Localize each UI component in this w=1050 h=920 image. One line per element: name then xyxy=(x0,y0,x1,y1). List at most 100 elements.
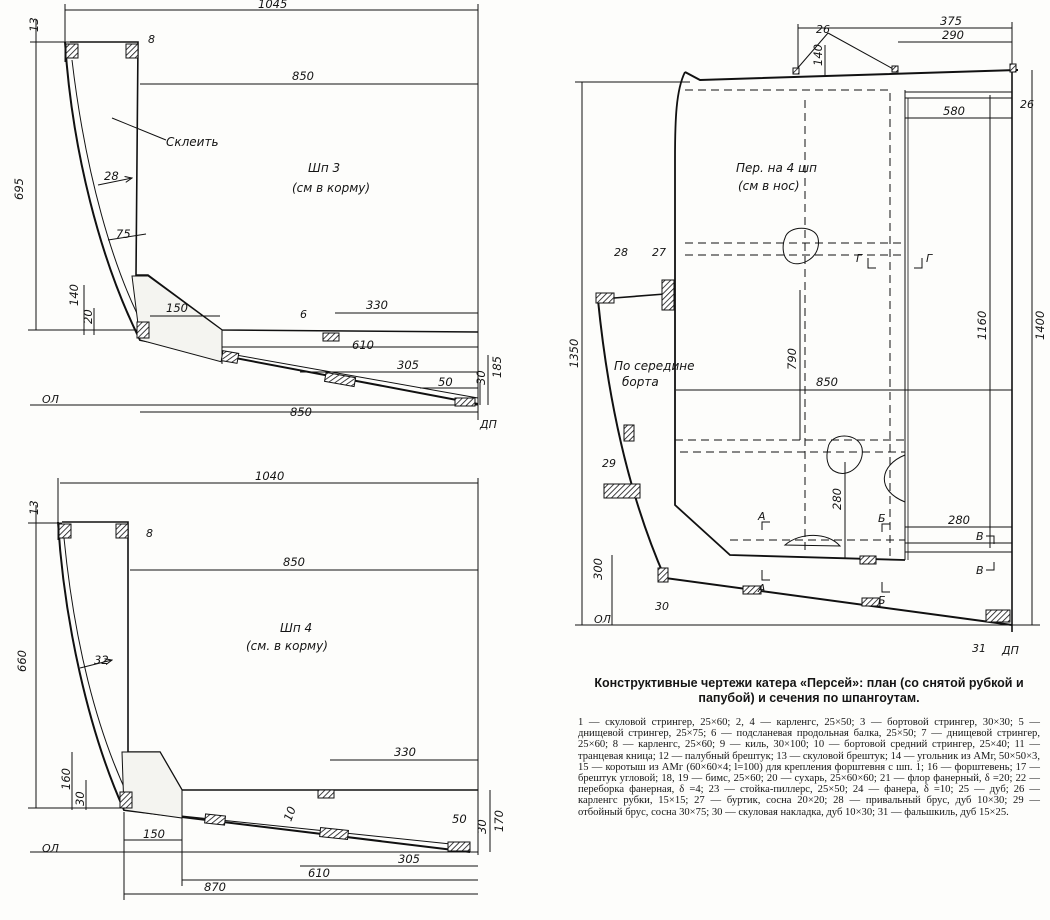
section-title-shp3: Шп 3 xyxy=(308,161,340,175)
section-title-shp4: Шп 4 xyxy=(280,621,312,635)
dim-32-label: 32 xyxy=(94,653,109,667)
dim-330-label: 330 xyxy=(366,298,388,312)
plan-view xyxy=(575,22,1040,632)
section-mark-g xyxy=(914,258,923,269)
member-block xyxy=(220,350,240,364)
part-6-label: 6 xyxy=(300,308,307,321)
member-block xyxy=(623,424,635,442)
board-subnote: борта xyxy=(622,375,659,389)
member-block xyxy=(323,371,357,388)
member-block xyxy=(859,555,877,565)
dim-375-label: 375 xyxy=(940,14,962,28)
dim-580-label: 580 xyxy=(943,104,965,118)
section-mark-g xyxy=(867,258,876,269)
dim-13-label: 13 xyxy=(27,17,41,32)
leader-26 xyxy=(795,32,829,71)
section-mark-a xyxy=(761,521,770,530)
dim-75 xyxy=(107,233,147,241)
dim-305-label: 305 xyxy=(398,852,420,866)
member-block-6 xyxy=(322,332,340,342)
section-label-v2: В xyxy=(976,564,984,577)
dim-850-label: 850 xyxy=(816,375,838,389)
glue-leader xyxy=(111,117,167,141)
section-shp3-text: 1045 850 695 13 8 Склеить Шп 3 (см в кор… xyxy=(12,0,504,431)
dim-32 xyxy=(79,660,112,669)
hull-outline-shp4 xyxy=(57,521,471,853)
crossing-subnote: (см в нос) xyxy=(738,179,800,193)
dim-1350-label: 1350 xyxy=(567,339,581,368)
hull-side-outline xyxy=(597,299,1013,626)
member-block xyxy=(136,321,150,339)
member-block-8 xyxy=(125,43,139,59)
dim-290-label: 290 xyxy=(942,28,964,42)
member-block xyxy=(317,789,335,799)
hatch-opening xyxy=(783,534,842,547)
dim-140-label: 140 xyxy=(811,44,825,66)
section-mark-a xyxy=(761,570,770,581)
hull-outline-shp3 xyxy=(64,41,479,405)
member-block-8 xyxy=(115,523,129,539)
dim-170-label: 170 xyxy=(492,810,506,832)
member-block-31 xyxy=(985,609,1011,623)
member-block xyxy=(742,585,762,595)
section-shp3 xyxy=(28,4,489,420)
section-mark-b xyxy=(881,523,890,532)
part-31-label: 31 xyxy=(972,642,986,655)
part-28-label: 28 xyxy=(614,246,628,259)
dim-280b-label: 280 xyxy=(948,513,970,527)
board-note: По середине xyxy=(614,359,694,373)
section-label-a2: А xyxy=(757,582,766,595)
side-curve xyxy=(883,454,906,503)
dim-870-label: 870 xyxy=(204,880,226,894)
baseline-label: ОЛ xyxy=(42,842,59,855)
member-block xyxy=(65,43,79,59)
part-30-label: 30 xyxy=(655,600,669,613)
hatch-opening xyxy=(782,227,819,265)
dim-140-label: 140 xyxy=(67,284,81,306)
member-block xyxy=(204,813,227,826)
part-27-label: 27 xyxy=(652,246,666,259)
glue-note: Склеить xyxy=(166,135,219,149)
section-label-v1: В xyxy=(976,530,984,543)
dim-28 xyxy=(97,178,132,186)
section-label-b2: Б xyxy=(878,594,886,607)
dim-280a-label: 280 xyxy=(830,488,844,510)
dim-30-label: 30 xyxy=(73,791,87,806)
section-label-g2: Г xyxy=(926,252,933,265)
dim-28-label: 28 xyxy=(104,169,119,183)
member-block-28 xyxy=(595,292,615,304)
dim-13-label: 13 xyxy=(27,500,41,515)
dim-300-label: 300 xyxy=(591,558,605,580)
member-block-26 xyxy=(792,67,800,75)
part-8-label: 8 xyxy=(148,33,155,46)
dim-1040-label: 1040 xyxy=(255,469,284,483)
dp-label: ДП xyxy=(479,418,497,431)
section-label-b1: Б xyxy=(878,512,886,525)
dim-305-label: 305 xyxy=(397,358,419,372)
member-block xyxy=(319,827,349,840)
member-block-29 xyxy=(603,483,641,499)
leader-26 xyxy=(827,32,896,71)
keel-block xyxy=(447,841,471,852)
dim-30b-label: 30 xyxy=(475,819,489,834)
section-mark-v xyxy=(986,535,995,544)
frame-contour-shp3 xyxy=(70,41,479,333)
dim-850-label: 850 xyxy=(283,555,305,569)
section-subtitle-shp4: (см. в корму) xyxy=(246,639,328,653)
member-block-27 xyxy=(661,279,675,311)
dim-150-label: 150 xyxy=(166,301,188,315)
parts-legend: 1 — скуловой стрингер, 25×60; 2, 4 — кар… xyxy=(578,717,1040,818)
drawing-caption: Конструктивные чертежи катера «Персей»: … xyxy=(594,676,1024,705)
baseline-label: ОЛ xyxy=(42,393,59,406)
keel-block xyxy=(454,397,476,407)
dim-20-label: 20 xyxy=(81,309,95,324)
dim-610-label: 610 xyxy=(352,338,374,352)
dim-30-label: 30 xyxy=(474,370,488,385)
part-8-label: 8 xyxy=(146,527,153,540)
section-label-a1: А xyxy=(757,510,766,523)
section-shp4 xyxy=(28,478,491,900)
member-block xyxy=(119,791,133,809)
plank-inner-line xyxy=(71,59,149,336)
deck-edge xyxy=(684,69,1019,82)
part-26b-label: 26 xyxy=(1020,98,1034,111)
